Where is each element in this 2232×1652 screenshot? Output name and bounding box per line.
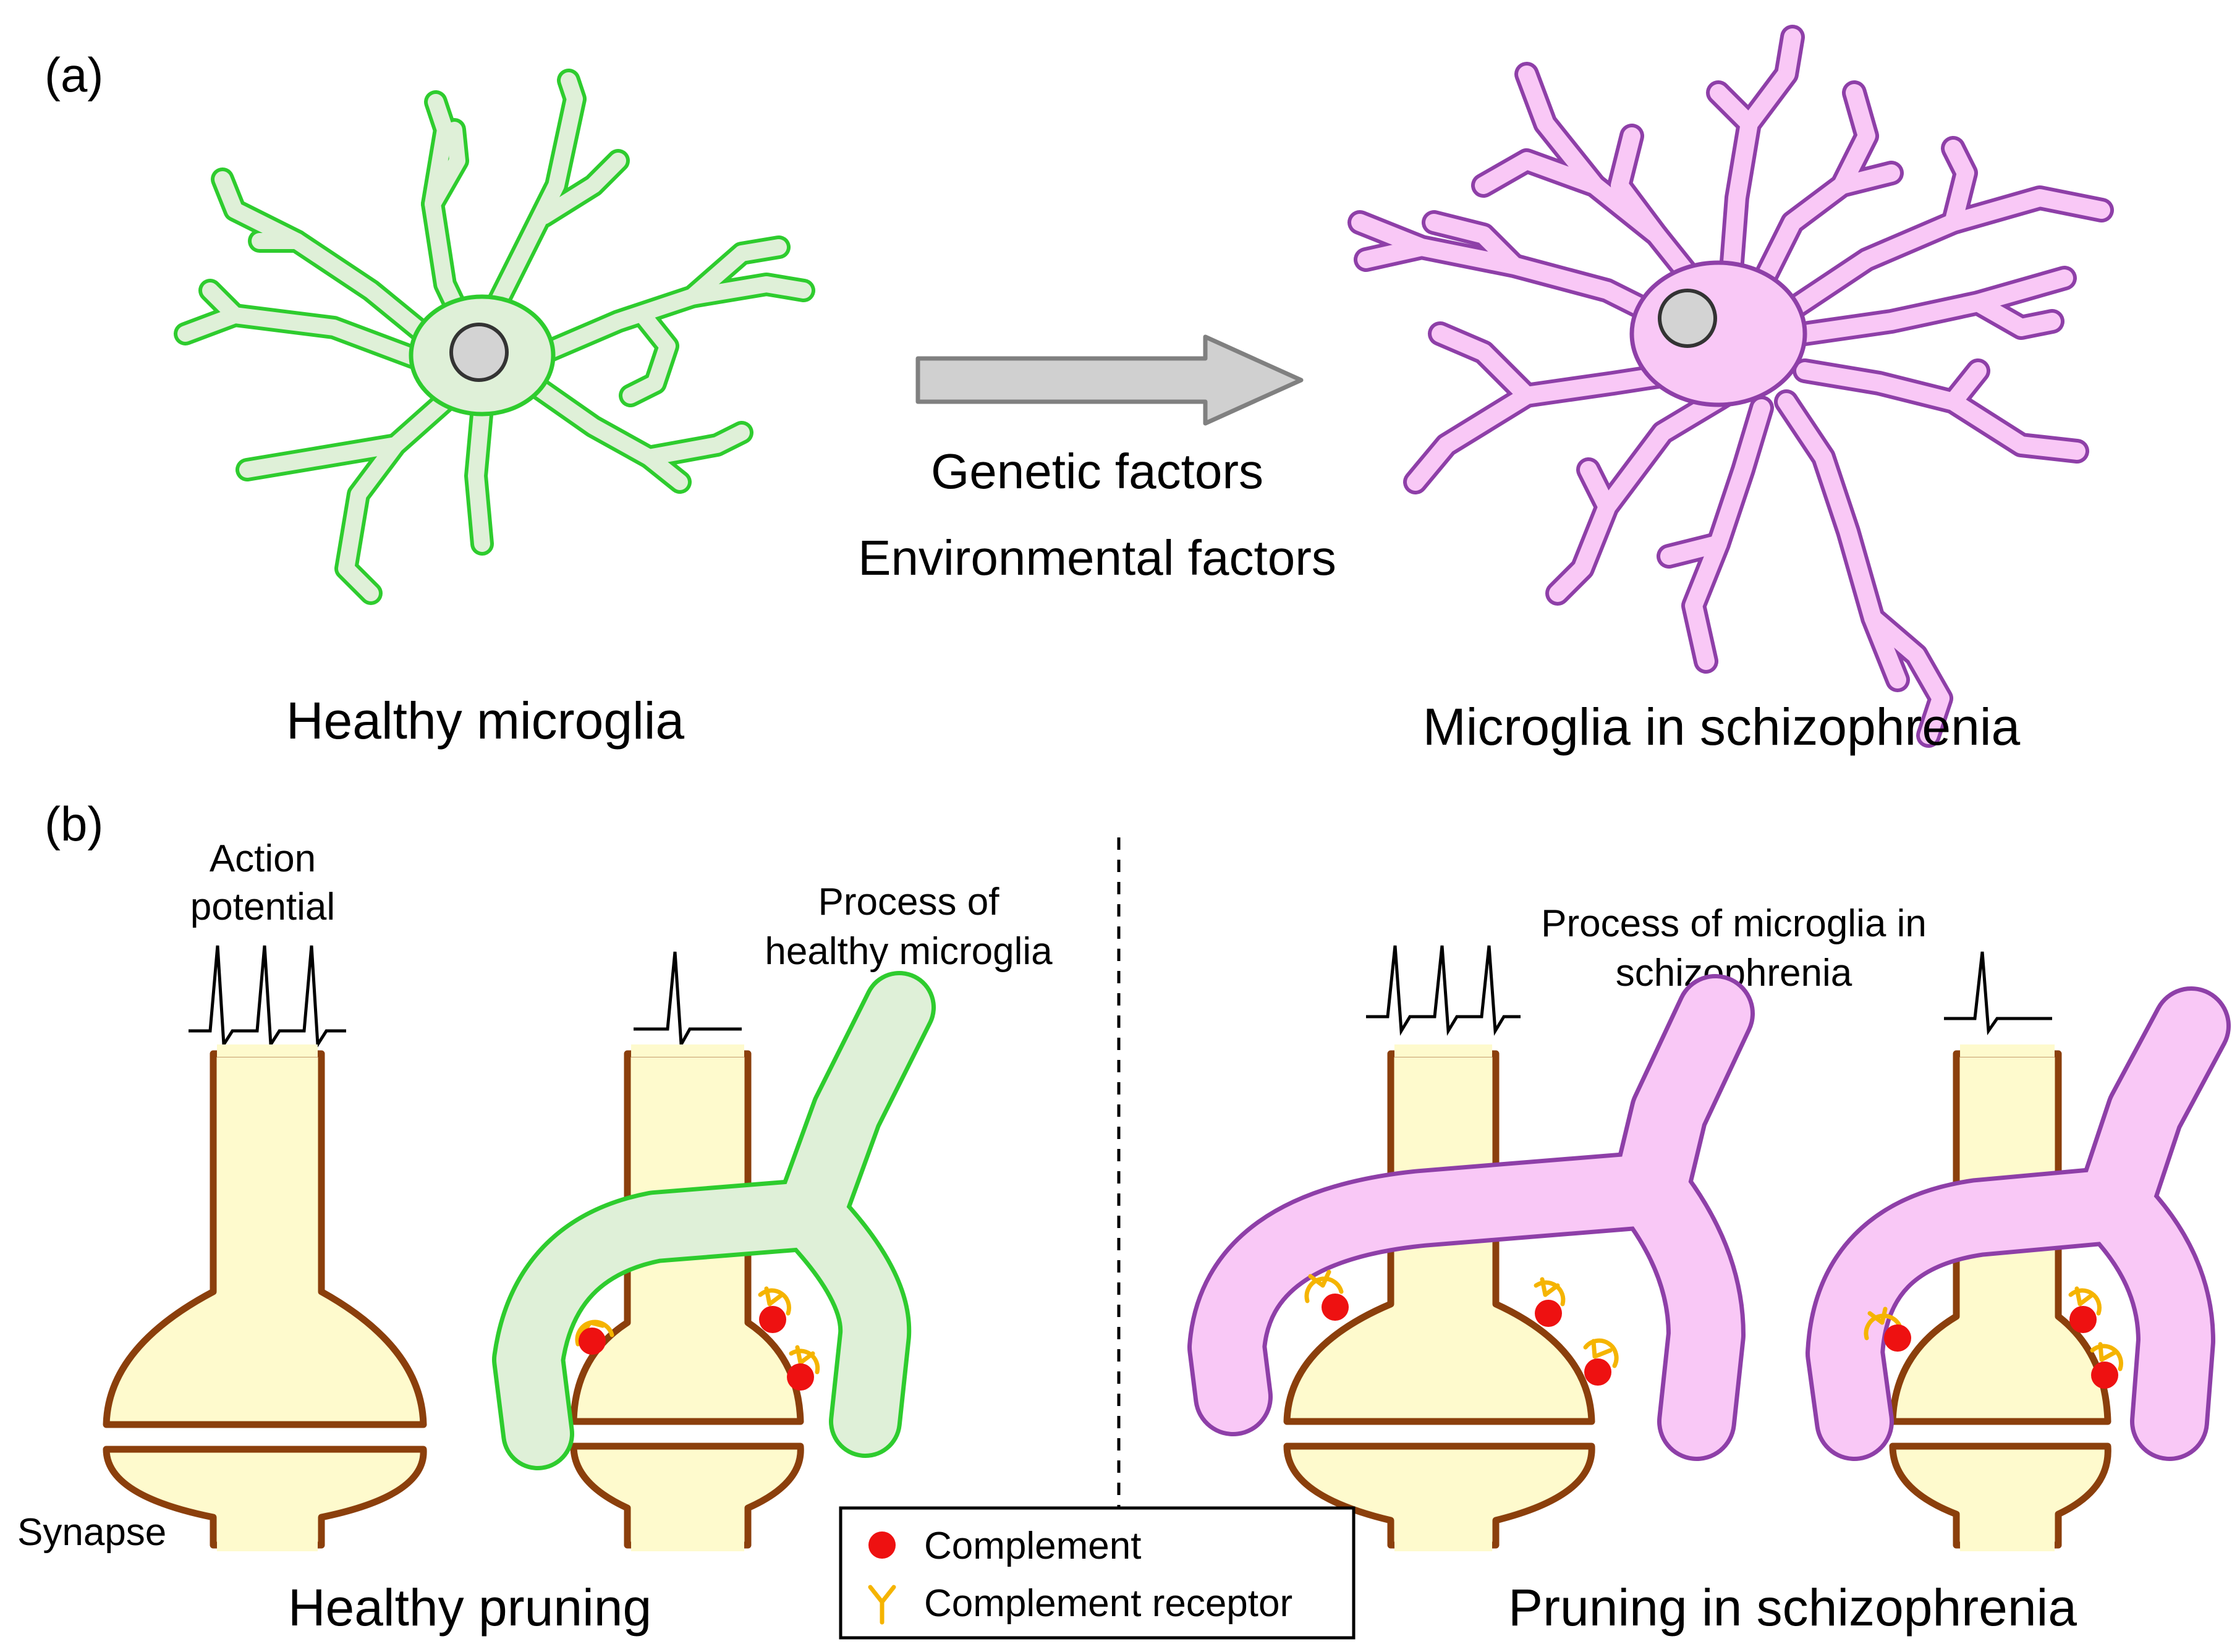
healthy-microglia-nucleus	[449, 323, 509, 382]
healthy-pruning-caption: Healthy pruning	[288, 1578, 651, 1637]
healthy-process-label-line1: Process of	[818, 881, 1000, 923]
synapse-label: Synapse	[17, 1511, 166, 1554]
schizo-microglia-caption: Microglia in schizophrenia	[1423, 698, 2021, 756]
legend-receptor-icon	[868, 1585, 896, 1625]
synapse-1	[103, 1044, 427, 1551]
healthy-microglia-branches	[174, 69, 815, 605]
presynaptic-bouton-1	[103, 1050, 427, 1428]
complement-tag	[1534, 1277, 1566, 1327]
action-potential-label-line1: Action	[210, 837, 316, 880]
environmental-factors-label: Environmental factors	[858, 530, 1336, 585]
panel-a-label: (a)	[45, 48, 103, 102]
complement-dot	[759, 1306, 786, 1333]
healthy-microglia-cell	[174, 69, 815, 605]
schizo-microglia-process-2	[1806, 986, 2231, 1461]
complement-tag	[787, 1345, 820, 1391]
panel-b-label: (b)	[45, 797, 103, 851]
legend-complement-label: Complement	[924, 1525, 1141, 1567]
complement-tag	[758, 1286, 791, 1333]
complement-tag	[1304, 1269, 1349, 1321]
schizo-microglia-cell	[1347, 25, 2114, 748]
complement-dot	[2091, 1362, 2118, 1389]
healthy-process-label-line2: healthy microglia	[765, 930, 1053, 973]
complement-dot	[1535, 1300, 1562, 1327]
postsynaptic-density-4	[1889, 1442, 2111, 1549]
single-spike-trace-2	[1944, 951, 2052, 1036]
schizo-microglia-soma	[1629, 260, 1807, 407]
action-potential-trace-1	[189, 945, 346, 1049]
legend-complement-icon	[868, 1531, 896, 1559]
complement-dot	[787, 1363, 814, 1391]
synapse-4	[1889, 1044, 2111, 1551]
complement-tag	[1864, 1307, 1911, 1352]
complement-dot	[579, 1328, 606, 1355]
action-potential-trace-2	[1366, 945, 1521, 1036]
complement-dot	[1884, 1324, 1911, 1352]
complement-tag	[575, 1319, 614, 1355]
postsynaptic-density-1	[103, 1446, 427, 1549]
postsynaptic-density-3	[1283, 1442, 1595, 1549]
legend-receptor-label: Complement receptor	[924, 1582, 1292, 1625]
genetic-factors-label: Genetic factors	[931, 444, 1263, 499]
complement-tag	[2090, 1342, 2123, 1389]
healthy-microglia-process	[492, 971, 936, 1470]
complement-dot	[1322, 1294, 1349, 1321]
schizo-microglia-process-1	[1187, 974, 1755, 1461]
complement-dot	[2069, 1306, 2097, 1333]
healthy-microglia-caption: Healthy microglia	[286, 692, 685, 750]
schizo-process-label-line1: Process of microglia in	[1541, 902, 1927, 945]
single-spike-trace-1	[634, 951, 742, 1050]
complement-tags	[575, 1269, 2123, 1391]
complement-tag	[1583, 1338, 1619, 1386]
legend: Complement Complement receptor	[839, 1506, 1356, 1640]
complement-tag	[2068, 1286, 2102, 1333]
schizo-microglia-branches	[1347, 25, 2114, 748]
postsynaptic-density-2	[570, 1442, 804, 1549]
transition-arrow	[915, 334, 1304, 426]
schizo-microglia-nucleus	[1658, 289, 1717, 348]
action-potential-label-line2: potential	[190, 886, 335, 928]
schizo-pruning-caption: Pruning in schizophrenia	[1508, 1578, 2077, 1637]
complement-dot	[1584, 1358, 1611, 1386]
legend-box	[839, 1506, 1356, 1640]
